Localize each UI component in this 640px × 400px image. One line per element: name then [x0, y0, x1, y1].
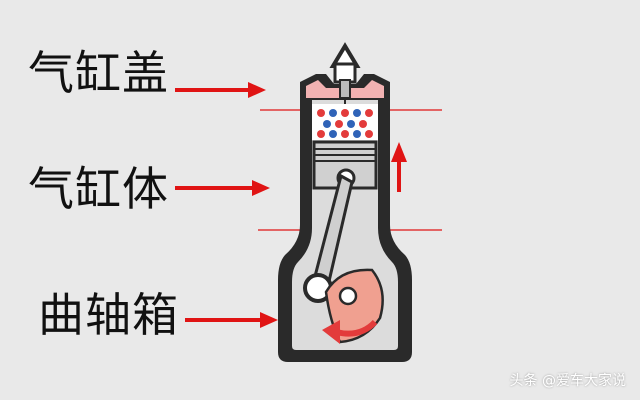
spark-plug-icon: [329, 42, 361, 104]
label-cylinder-head: 气缸盖: [28, 46, 169, 100]
arrow-cylinder-block: [175, 180, 270, 196]
up-arrow-icon: [391, 142, 407, 192]
label-crankcase: 曲轴箱: [38, 288, 179, 342]
label-cylinder-block: 气缸体: [28, 162, 169, 216]
watermark: 头条 @爱车大家说: [509, 373, 626, 389]
rotation-arrow-icon: [322, 319, 378, 344]
arrow-crankcase: [185, 312, 278, 328]
arrow-cylinder-head: [175, 82, 266, 98]
fuel-mixture-dots: [317, 109, 373, 138]
